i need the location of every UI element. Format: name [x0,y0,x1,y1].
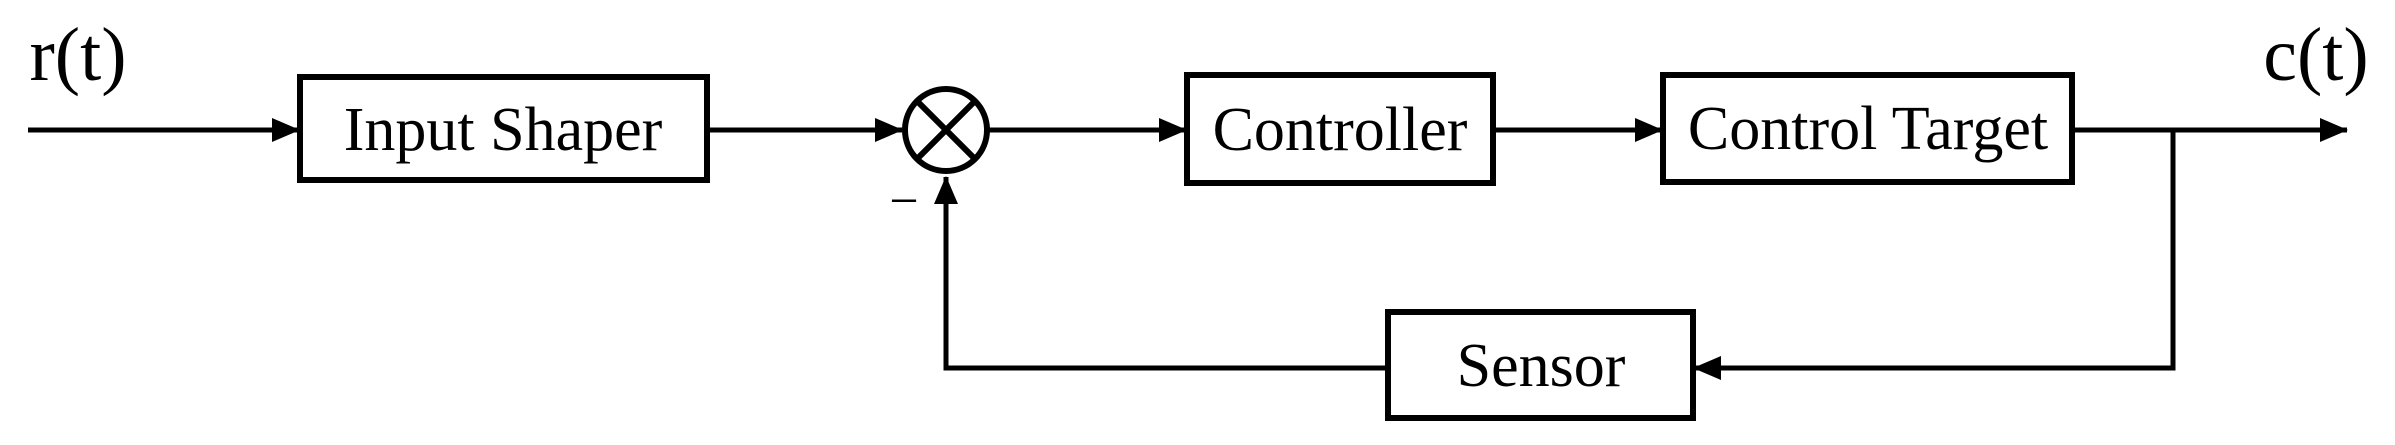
summing-junction-icon [902,86,990,174]
sensor-to-sum-arrow [934,176,1388,371]
input-shaper-label: Input Shaper [344,96,663,164]
output-signal-label: c(t) [2263,13,2368,97]
sensor-block [1385,309,1696,421]
input-signal-label: r(t) [29,13,126,97]
control-target-block [1660,72,2075,185]
feedback-minus-sign: − [889,173,918,230]
summing-junction-cross-line-2 [914,98,978,162]
control-target-label: Control Target [1688,95,2048,163]
controller-block [1184,72,1496,186]
sensor-label: Sensor [1457,332,1626,400]
controller-label: Controller [1213,96,1468,164]
feedback-branch-to-sensor-arrow [1693,128,2176,380]
